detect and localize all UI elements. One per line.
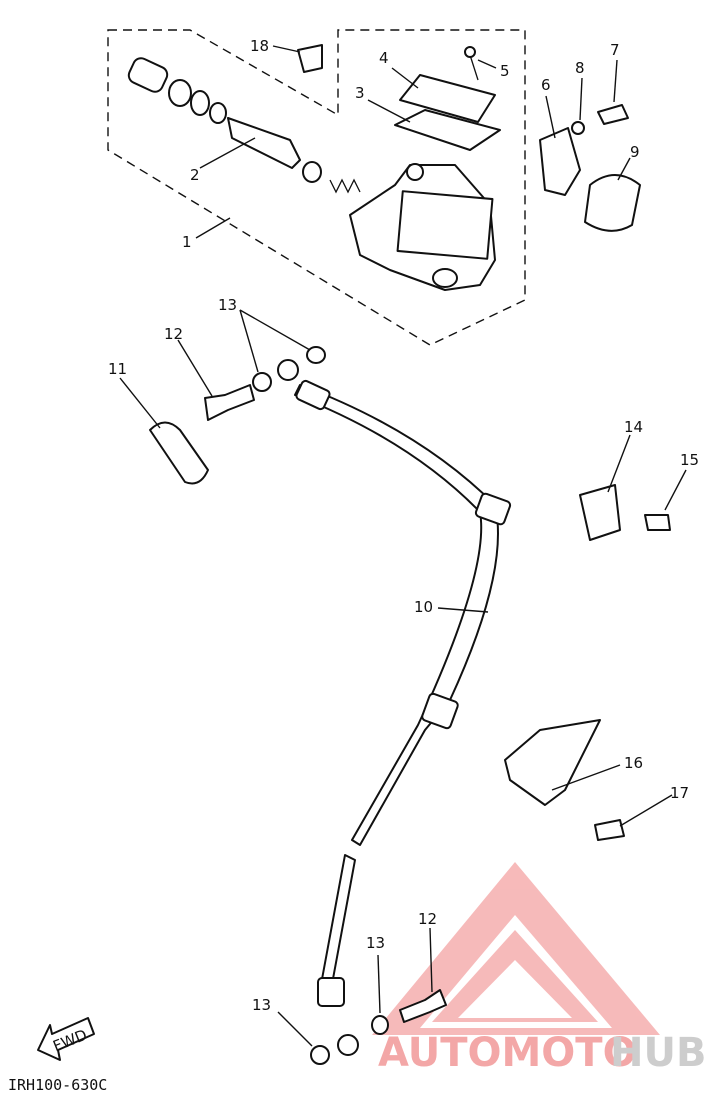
bolt-7	[597, 104, 629, 125]
watermark-text-hub: HUB	[610, 1030, 706, 1076]
washer-13-a	[306, 346, 326, 364]
callout-9: 9	[630, 143, 640, 161]
clamp-holder	[584, 174, 641, 232]
watermark-logo: AUTOMOTO HUB	[372, 862, 706, 1076]
leader-lines	[119, 45, 687, 1047]
forward-direction-arrow: FWD	[37, 1017, 95, 1061]
callout-10: 10	[414, 598, 433, 616]
bolt-17	[594, 819, 625, 841]
washer-13-d	[310, 1045, 330, 1065]
callout-4: 4	[379, 49, 389, 67]
callout-13-middle: 13	[366, 934, 385, 952]
callout-12-upper: 12	[164, 325, 183, 343]
reservoir-cap	[394, 46, 501, 151]
callout-2: 2	[190, 166, 200, 184]
callout-14: 14	[624, 418, 643, 436]
callout-7: 7	[610, 41, 620, 59]
callout-11: 11	[108, 360, 127, 378]
assembly-outline-master-cylinder	[107, 29, 526, 346]
callout-16: 16	[624, 754, 643, 772]
union-bolt-upper	[204, 384, 255, 421]
master-cylinder-body	[349, 163, 496, 291]
forward-direction-label: FWD	[50, 1026, 89, 1056]
boot-cap	[149, 421, 209, 485]
drawing-code: IRH100-630C	[8, 1076, 107, 1094]
callouts: 18 4 5 3 6 7 8 9 2 1 13 12 11 14 15 10 1…	[108, 37, 699, 1014]
washer-8	[571, 121, 585, 135]
callout-12-lower: 12	[418, 910, 437, 928]
callout-15: 15	[680, 451, 699, 469]
hose-guide	[579, 484, 621, 541]
piston-kit	[127, 57, 361, 194]
callout-13-lower: 13	[252, 996, 271, 1014]
callout-18: 18	[250, 37, 269, 55]
callout-17: 17	[670, 784, 689, 802]
callout-6: 6	[541, 76, 551, 94]
hose-bracket	[504, 719, 601, 806]
washer-13-c	[371, 1015, 389, 1035]
union-bolt-lower	[399, 989, 447, 1023]
callout-13-upper: 13	[218, 296, 237, 314]
plug-part	[297, 44, 323, 73]
bolt-15	[644, 514, 671, 531]
clamp-bracket	[539, 127, 581, 196]
watermark-text-automoto: AUTOMOTO	[378, 1030, 637, 1076]
callout-1: 1	[182, 233, 192, 251]
brake-hose	[277, 359, 512, 1056]
washer-13-b	[252, 372, 272, 392]
callout-3: 3	[355, 84, 365, 102]
callout-8: 8	[575, 59, 585, 77]
callout-5: 5	[500, 62, 510, 80]
